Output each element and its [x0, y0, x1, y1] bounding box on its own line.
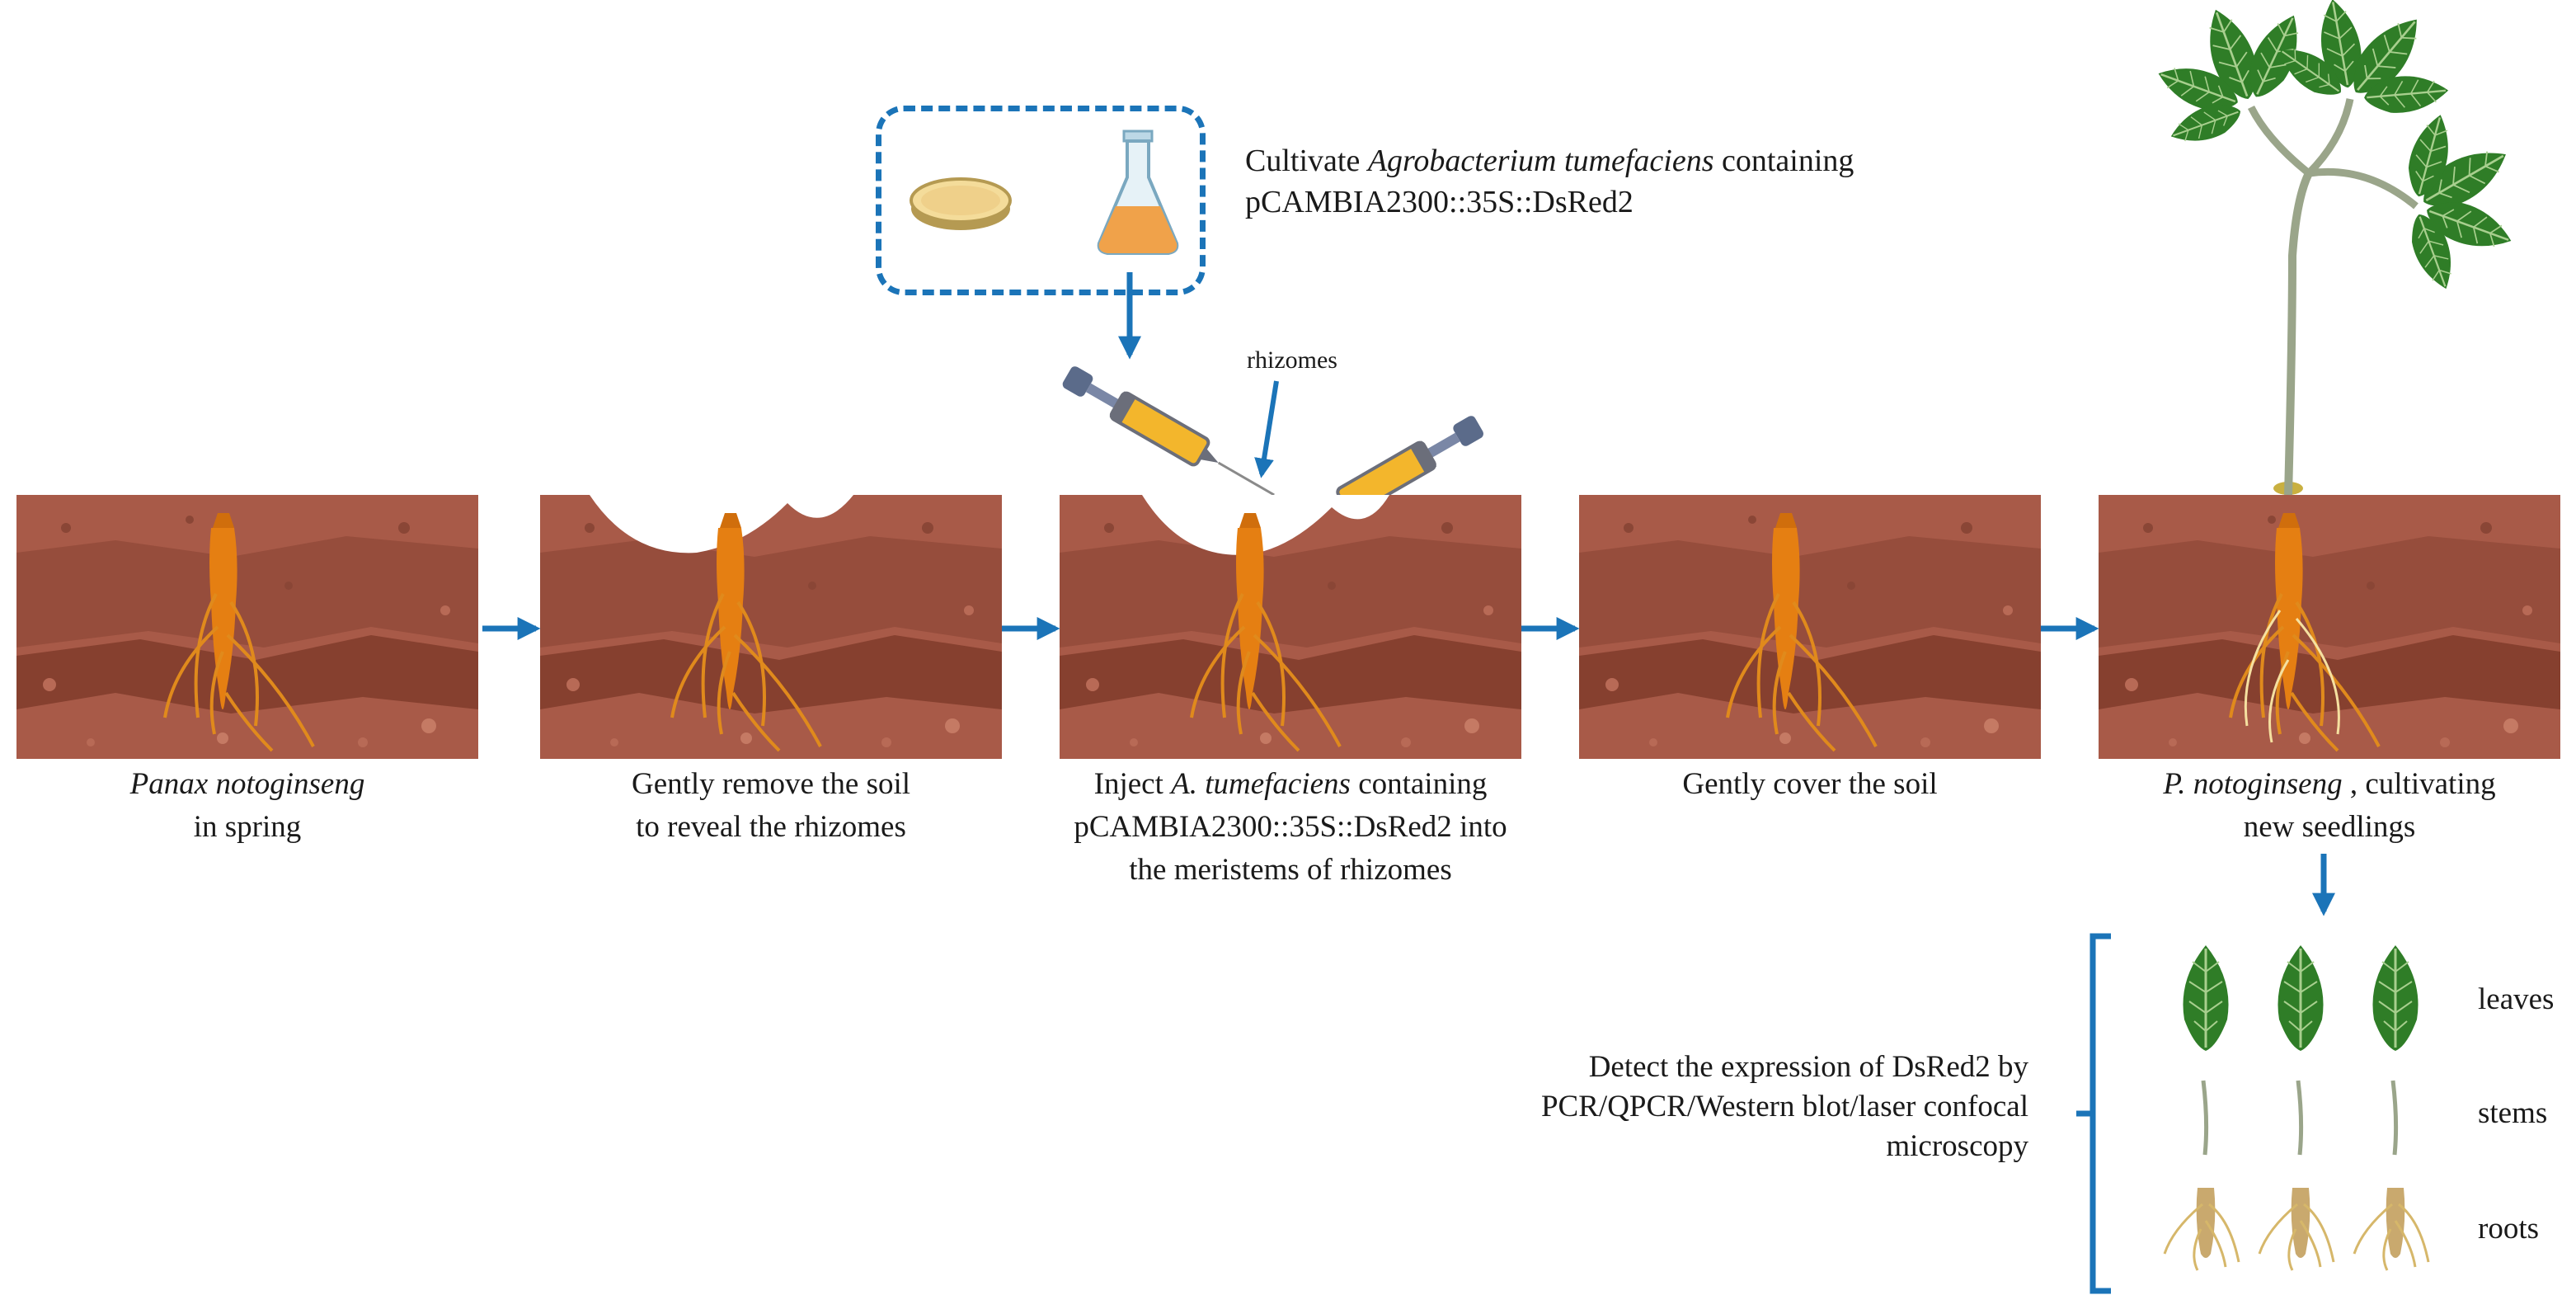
detect-bracket [2076, 933, 2111, 1294]
rhizomes-label: rhizomes [1247, 346, 1337, 374]
step-3-caption: Inject A. tumefaciens containing pCAMBIA… [1074, 767, 1507, 887]
tissue-label-leaves: leaves [2478, 982, 2555, 1016]
stem-samples [2201, 1080, 2399, 1156]
seedling-plant [2151, 0, 2519, 496]
culture-caption: Cultivate Agrobacterium tumefaciens cont… [1245, 144, 1854, 219]
culture-box [876, 106, 1206, 295]
step-4-caption: Gently cover the soil [1682, 767, 1938, 801]
flask-icon [1097, 130, 1179, 255]
soil-panel-3 [1060, 495, 1521, 759]
root-samples [2163, 1186, 2430, 1272]
soil-panel-2 [540, 495, 1002, 759]
tissue-label-stems: stems [2478, 1096, 2548, 1130]
left-syringe-icon [1062, 366, 1275, 497]
tissue-label-roots: roots [2478, 1212, 2539, 1246]
leaf-samples [2181, 944, 2420, 1053]
petri-dish-icon [910, 177, 1012, 230]
